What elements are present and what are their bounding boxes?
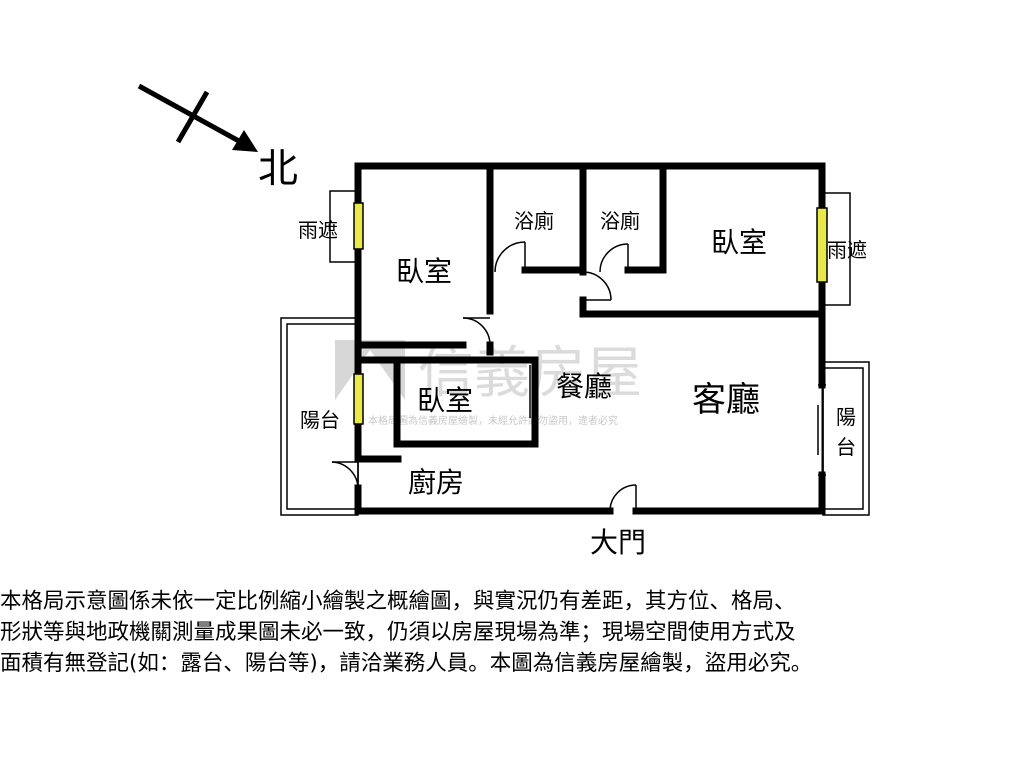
room-bedroom-top-left: 臥室 bbox=[396, 255, 452, 288]
room-dining: 餐廳 bbox=[556, 370, 612, 403]
windows bbox=[353, 202, 828, 425]
door-swings bbox=[331, 241, 637, 512]
disclaimer-text: 本格局示意圖係未依一定比例縮小繪製之概繪圖，與實況仍有差距，其方位、格局、 形狀… bbox=[0, 589, 813, 676]
floor-plan: 北 信義房屋 本格局圖為信義房屋繪製，未經允許請勿盜用，違者必究 bbox=[137, 83, 870, 559]
north-arrow-icon bbox=[137, 83, 258, 152]
room-bedroom-top-right: 臥室 bbox=[711, 226, 767, 259]
room-living: 客廳 bbox=[692, 380, 760, 420]
balcony-right-outline bbox=[822, 361, 870, 516]
awning-right-label: 雨遮 bbox=[827, 238, 867, 262]
walls bbox=[354, 162, 826, 515]
watermark-logo bbox=[335, 340, 405, 400]
awning-left-label: 雨遮 bbox=[298, 218, 338, 242]
room-bath-1: 浴廁 bbox=[514, 209, 554, 233]
room-balcony-right: 陽台 bbox=[836, 405, 856, 459]
room-balcony-left: 陽台 bbox=[300, 408, 340, 432]
wall-ticks bbox=[817, 384, 826, 476]
main-door-label: 大門 bbox=[590, 526, 646, 559]
watermark-notice: 本格局圖為信義房屋繪製，未經允許請勿盜用，違者必究 bbox=[368, 414, 618, 427]
north-label: 北 bbox=[258, 146, 298, 192]
room-bath-2: 浴廁 bbox=[600, 209, 640, 233]
room-kitchen: 廚房 bbox=[408, 466, 464, 499]
room-bedroom-middle: 臥室 bbox=[417, 384, 473, 417]
